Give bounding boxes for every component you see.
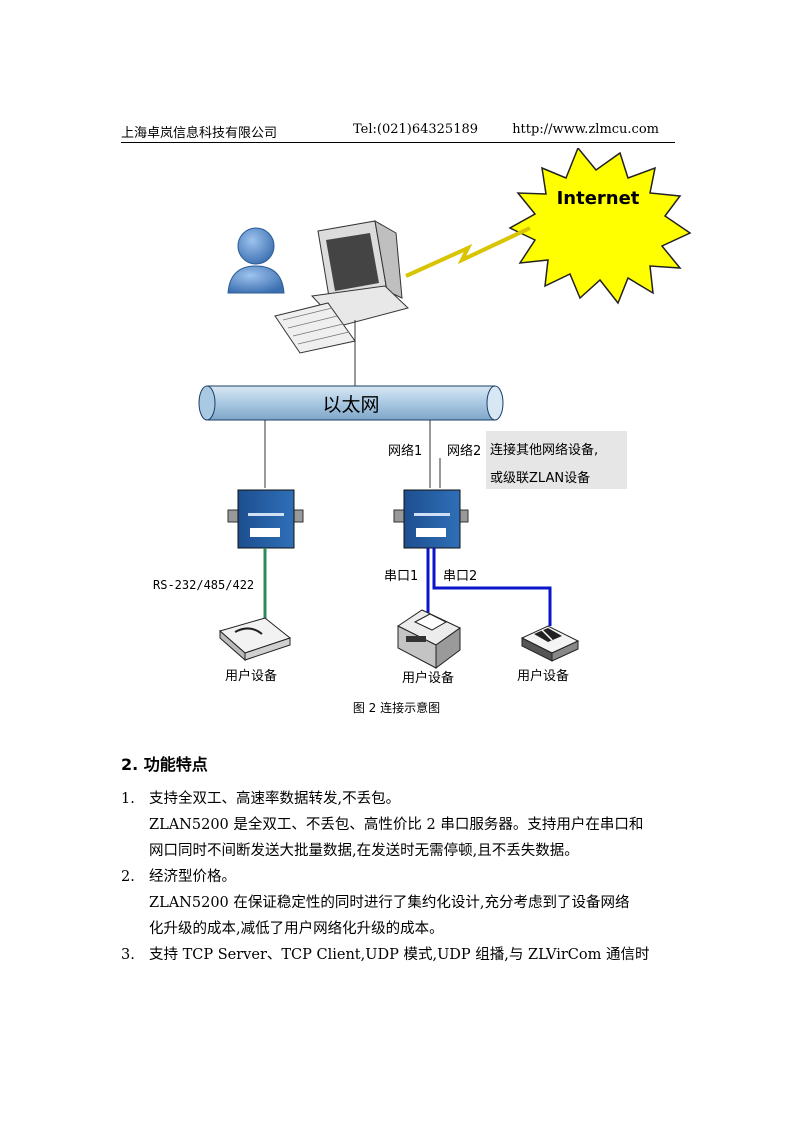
- header-company: 上海卓岚信息科技有限公司: [121, 126, 278, 141]
- feature-list: 1. 支持全双工、高速率数据转发,不丢包。 ZLAN5200 是全双工、不丢包、…: [121, 786, 681, 968]
- list-item-text: ZLAN5200 在保证稳定性的同时进行了集约化设计,充分考虑到了设备网络: [149, 895, 630, 911]
- list-item: 1. 支持全双工、高速率数据转发,不丢包。 ZLAN5200 是全双工、不丢包、…: [121, 786, 681, 864]
- cascade-note: 连接其他网络设备, 或级联ZLAN设备: [486, 431, 627, 489]
- net2-label: 网络2: [447, 443, 481, 459]
- list-item-text: 网口同时不间断发送大批量数据,在发送时无需停顿,且不丢失数据。: [149, 843, 579, 859]
- list-item-text: ZLAN5200 是全双工、不丢包、高性价比 2 串口服务器。支持用户在串口和: [149, 817, 644, 833]
- device-mid-label: 用户设备: [402, 670, 454, 686]
- internet-label: Internet: [557, 188, 640, 209]
- list-item: 2. 经济型价格。 ZLAN5200 在保证稳定性的同时进行了集约化设计,充分考…: [121, 864, 681, 942]
- serial2-label: 串口2: [443, 569, 477, 584]
- pc-icon: [274, 220, 409, 354]
- user-icon: [227, 227, 285, 294]
- user-device-left: [218, 617, 292, 662]
- list-item-number: 1.: [121, 791, 135, 807]
- user-device-mid: [397, 609, 461, 669]
- serial-server-left: [227, 489, 304, 549]
- internet-cloud: Internet: [508, 148, 692, 305]
- figure-caption: 图 2 连接示意图: [352, 701, 441, 715]
- list-item-number: 2.: [121, 869, 135, 885]
- header-website: http://www.zlmcu.com: [512, 122, 659, 137]
- lightning-link: [405, 226, 531, 278]
- note-line2: 或级联ZLAN设备: [490, 470, 590, 486]
- ethernet-label: 以太网: [322, 394, 379, 416]
- serial1-label: 串口1: [384, 569, 418, 584]
- note-line1: 连接其他网络设备,: [490, 442, 598, 458]
- list-item-text: 支持 TCP Server、TCP Client,UDP 模式,UDP 组播,与…: [149, 947, 650, 963]
- page-header: 上海卓岚信息科技有限公司 Tel:(021)64325189 http://ww…: [121, 120, 675, 143]
- serial-server-right: [393, 489, 469, 549]
- header-tel: Tel:(021)64325189: [353, 122, 479, 137]
- net1-label: 网络1: [388, 443, 422, 459]
- ethernet-pipe: 以太网: [198, 385, 504, 421]
- device-left-label: 用户设备: [225, 668, 277, 684]
- list-item-text: 支持全双工、高速率数据转发,不丢包。: [149, 791, 401, 807]
- list-item-text: 化升级的成本,减低了用户网络化升级的成本。: [149, 921, 444, 937]
- section-title: 2. 功能特点: [121, 755, 208, 774]
- connection-diagram: Internet 以太网 网络1 网络2 连接其: [153, 148, 692, 686]
- list-item-number: 3.: [121, 947, 135, 963]
- list-item: 3. 支持 TCP Server、TCP Client,UDP 模式,UDP 组…: [121, 942, 681, 968]
- list-item-text: 经济型价格。: [149, 869, 236, 885]
- device-right-label: 用户设备: [517, 668, 569, 684]
- rs-label: RS-232/485/422: [153, 578, 254, 592]
- user-device-right: [520, 625, 580, 662]
